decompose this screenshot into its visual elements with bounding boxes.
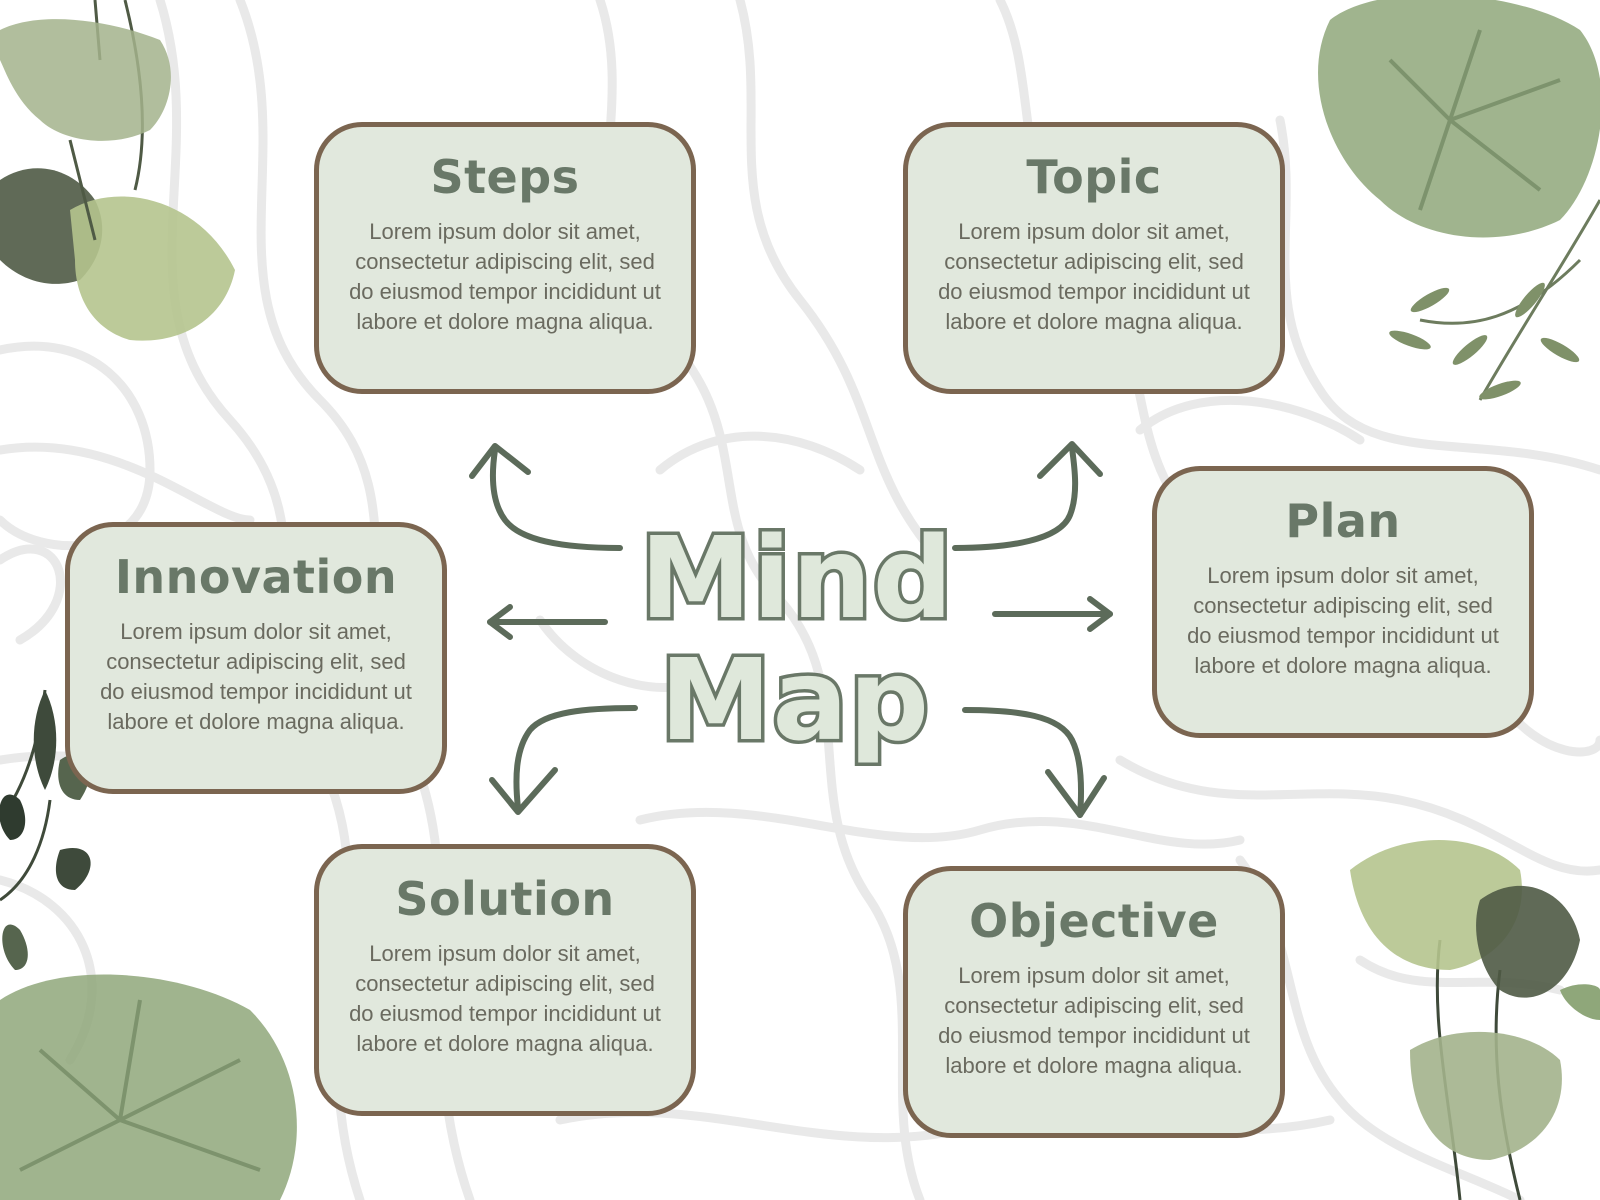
node-topic: Topic Lorem ipsum dolor sit amet, consec…: [903, 122, 1285, 394]
node-title: Plan: [1285, 494, 1401, 548]
node-title: Steps: [430, 150, 580, 204]
node-solution: Solution Lorem ipsum dolor sit amet, con…: [314, 844, 696, 1116]
curved-arrow-icon: [962, 707, 1107, 818]
node-body: Lorem ipsum dolor sit amet, consectetur …: [349, 941, 661, 1056]
curved-arrow-icon: [487, 604, 608, 640]
title-line-1: Mind: [637, 514, 957, 644]
node-body: Lorem ipsum dolor sit amet, consectetur …: [938, 219, 1250, 334]
ginkgo-leaf-icon: [1350, 840, 1600, 1200]
lotus-leaf-icon: [1318, 0, 1600, 401]
ginkgo-leaf-icon: [0, 0, 235, 341]
node-objective: Objective Lorem ipsum dolor sit amet, co…: [903, 866, 1285, 1138]
lotus-leaf-icon: [0, 974, 297, 1200]
node-title: Objective: [969, 894, 1219, 948]
curved-arrow-icon: [469, 443, 623, 551]
node-body: Lorem ipsum dolor sit amet, consectetur …: [938, 963, 1250, 1078]
curved-arrow-icon: [489, 705, 638, 815]
node-plan: Plan Lorem ipsum dolor sit amet, consect…: [1152, 466, 1534, 738]
node-innovation: Innovation Lorem ipsum dolor sit amet, c…: [65, 522, 447, 794]
node-title: Innovation: [114, 550, 398, 604]
node-steps: Steps Lorem ipsum dolor sit amet, consec…: [314, 122, 696, 394]
curved-arrow-icon: [992, 596, 1113, 632]
node-title: Topic: [1026, 150, 1162, 204]
node-title: Solution: [395, 872, 615, 926]
ivy-vine-icon: [0, 689, 91, 970]
node-body: Lorem ipsum dolor sit amet, consectetur …: [349, 219, 661, 334]
curved-arrow-icon: [952, 441, 1103, 551]
node-body: Lorem ipsum dolor sit amet, consectetur …: [1187, 563, 1499, 678]
mind-map-title: Mind Map: [637, 514, 957, 766]
title-line-2: Map: [656, 636, 932, 766]
node-body: Lorem ipsum dolor sit amet, consectetur …: [100, 619, 412, 734]
